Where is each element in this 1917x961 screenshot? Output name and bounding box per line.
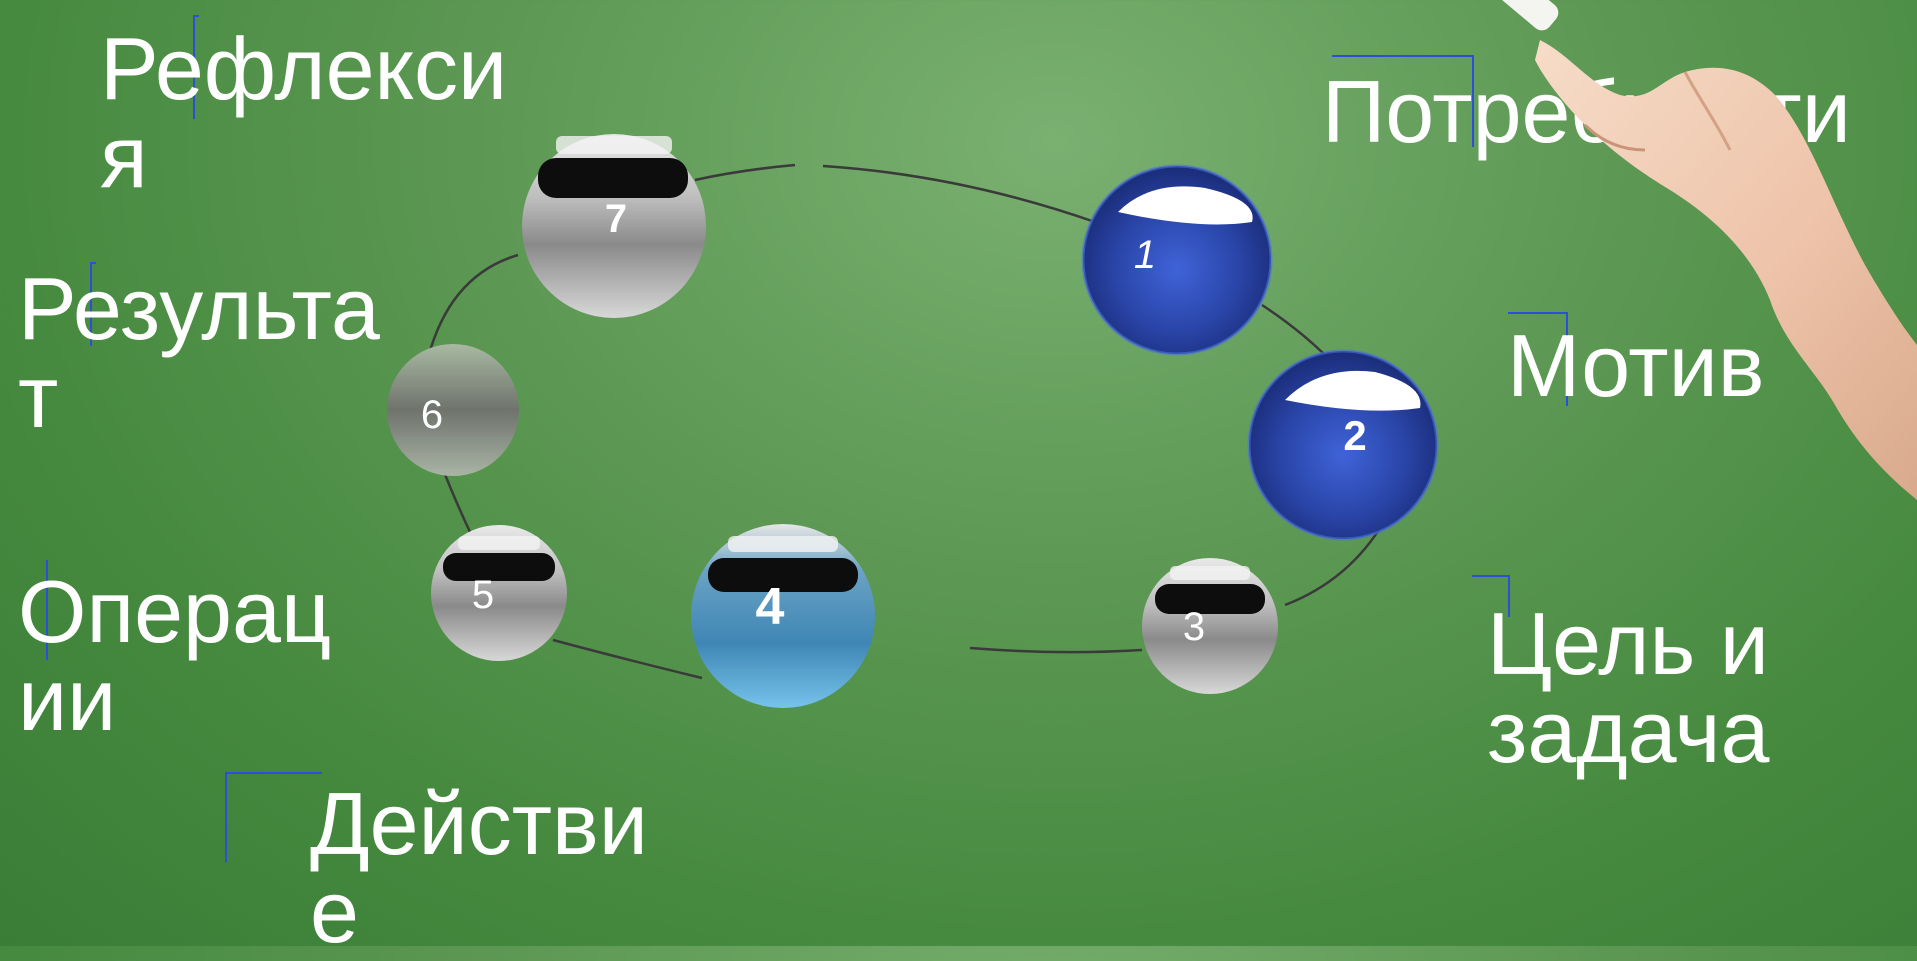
label-rezultat: Результа т — [18, 265, 380, 441]
marker-deistvie — [225, 772, 322, 862]
label-reflexia-line2: я — [100, 107, 148, 206]
node-6-label: 6 — [421, 393, 443, 437]
label-operacii-line1: Операц — [18, 562, 332, 661]
node-7-label: 7 — [605, 197, 627, 241]
node-2: 2 — [1247, 349, 1439, 541]
label-deistvie: Действи е — [310, 780, 648, 956]
marker-operacii — [46, 560, 52, 660]
node-6: 6 — [387, 344, 519, 476]
label-reflexia: Рефлекси я — [100, 25, 507, 201]
marker-reflexia — [193, 15, 199, 119]
node-2-label: 2 — [1343, 412, 1366, 459]
connector-7-1 — [694, 163, 796, 182]
label-motiv: Мотив — [1507, 322, 1765, 410]
label-rezultat-line1: Результа — [18, 259, 380, 358]
label-cel: Цель и задача — [1487, 600, 1769, 776]
marker-motiv — [1508, 312, 1568, 406]
label-deistvie-line2: е — [310, 862, 359, 961]
node-3: 3 — [1142, 558, 1278, 694]
label-operacii-line2: ии — [18, 650, 117, 749]
node-5: 5 — [431, 525, 567, 661]
node-4-label: 4 — [756, 578, 785, 636]
connector-6-7 — [426, 253, 519, 359]
node-1-label: 1 — [1134, 233, 1156, 277]
node-7: 7 — [522, 134, 706, 318]
node-1: 1 — [1081, 164, 1273, 356]
node-4: 4 — [691, 524, 875, 708]
connector-3-4 — [969, 646, 1143, 654]
label-operacii: Операц ии — [18, 568, 331, 744]
label-reflexia-line1: Рефлекси — [100, 19, 508, 118]
connector-4-5 — [552, 638, 703, 680]
label-deistvie-line1: Действи — [310, 774, 648, 873]
node-3-label: 3 — [1183, 605, 1205, 649]
label-rezultat-line2: т — [18, 347, 59, 446]
marker-rezultat — [90, 262, 96, 346]
node-5-label: 5 — [472, 573, 494, 617]
connector-7-1b — [822, 164, 1096, 224]
marker-cel — [1472, 575, 1510, 617]
label-motiv-line1: Мотив — [1507, 316, 1765, 415]
hand-with-chalk-icon — [1499, 0, 1917, 500]
label-cel-line2: задача — [1487, 682, 1770, 781]
marker-potrebnosti — [1332, 55, 1474, 147]
connector-1-2 — [1261, 303, 1329, 359]
label-cel-line1: Цель и — [1487, 594, 1769, 693]
